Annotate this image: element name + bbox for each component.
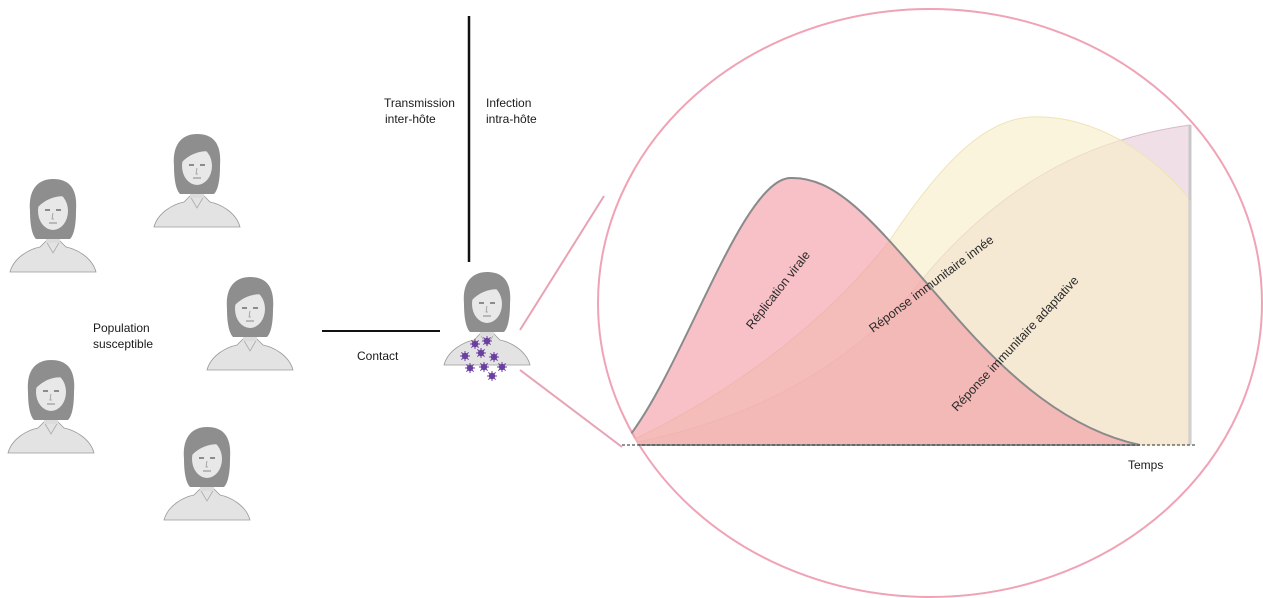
virus-icon xyxy=(486,370,498,382)
response-curves xyxy=(619,116,1192,446)
virus-icon xyxy=(475,347,487,359)
infection-label-line2: intra-hôte xyxy=(486,112,537,126)
virus-icon xyxy=(481,335,493,347)
transmission-label-line2: inter-hôte xyxy=(385,112,436,126)
person-icon xyxy=(206,276,294,371)
transmission-label-line1: Transmission xyxy=(384,96,455,110)
person-icon xyxy=(163,426,251,521)
virus-icon xyxy=(488,351,500,363)
virus-icon xyxy=(478,361,490,373)
infected-person-icon xyxy=(443,271,531,366)
person-icon xyxy=(7,359,95,454)
virus-icon xyxy=(459,350,471,362)
person-icon xyxy=(153,133,241,228)
virus-icon xyxy=(469,338,481,350)
infection-label-line1: Infection xyxy=(486,96,531,110)
contact-label: Contact xyxy=(357,349,399,363)
zoom-line-bottom xyxy=(519,369,623,448)
virus-icon xyxy=(496,361,508,373)
virus-icon xyxy=(464,362,476,374)
population-label-line2: susceptible xyxy=(93,337,153,351)
viral-replication-curve xyxy=(619,176,1141,446)
person-icon xyxy=(9,178,97,273)
population-label-line1: Population xyxy=(93,321,150,335)
zoom-line-top xyxy=(519,195,605,331)
time-axis-label: Temps xyxy=(1128,458,1163,472)
zoom-circle xyxy=(597,8,1263,598)
